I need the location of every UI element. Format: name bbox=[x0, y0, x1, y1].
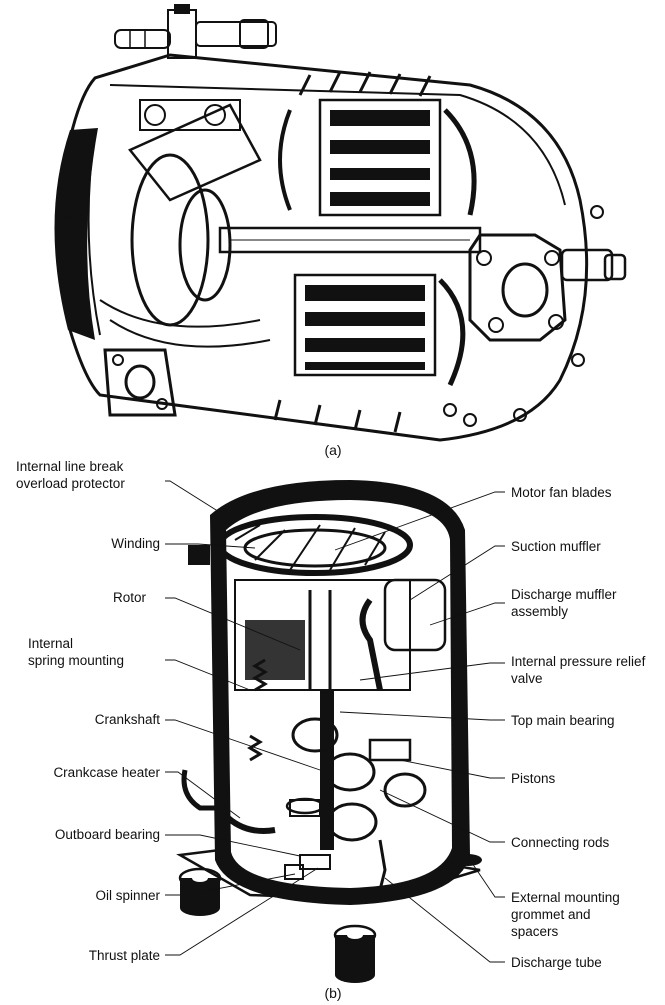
label-winding: Winding bbox=[111, 536, 160, 551]
label-connecting-rods: Connecting rods bbox=[511, 835, 610, 850]
label-pressure-relief-valve: Internal pressure relief valve bbox=[511, 654, 649, 686]
leader-lines-left bbox=[165, 480, 321, 956]
label-crankcase-heater: Crankcase heater bbox=[53, 765, 160, 780]
leader-lines-right bbox=[334, 491, 505, 963]
label-spring-mounting: Internal spring mounting bbox=[28, 636, 124, 668]
label-outboard-bearing: Outboard bearing bbox=[55, 827, 160, 842]
label-overload-protector: Internal line break overload protector bbox=[16, 459, 127, 491]
label-thrust-plate: Thrust plate bbox=[89, 948, 160, 963]
label-oil-spinner: Oil spinner bbox=[95, 888, 160, 903]
label-external-mounting: External mounting grommet and spacers bbox=[511, 890, 624, 939]
label-rotor: Rotor bbox=[113, 590, 147, 605]
label-discharge-tube: Discharge tube bbox=[511, 955, 602, 970]
semi-hermetic-compressor-illustration bbox=[54, 4, 627, 442]
label-top-main-bearing: Top main bearing bbox=[511, 713, 615, 728]
caption-b: (b) bbox=[324, 985, 341, 1001]
label-discharge-muffler: Discharge muffler assembly bbox=[511, 587, 620, 619]
label-suction-muffler: Suction muffler bbox=[511, 539, 601, 554]
caption-a: (a) bbox=[324, 442, 341, 458]
label-motor-fan-blades: Motor fan blades bbox=[511, 485, 612, 500]
label-pistons: Pistons bbox=[511, 771, 556, 786]
hermetic-compressor-illustration bbox=[176, 480, 482, 983]
label-crankshaft: Crankshaft bbox=[95, 712, 161, 727]
